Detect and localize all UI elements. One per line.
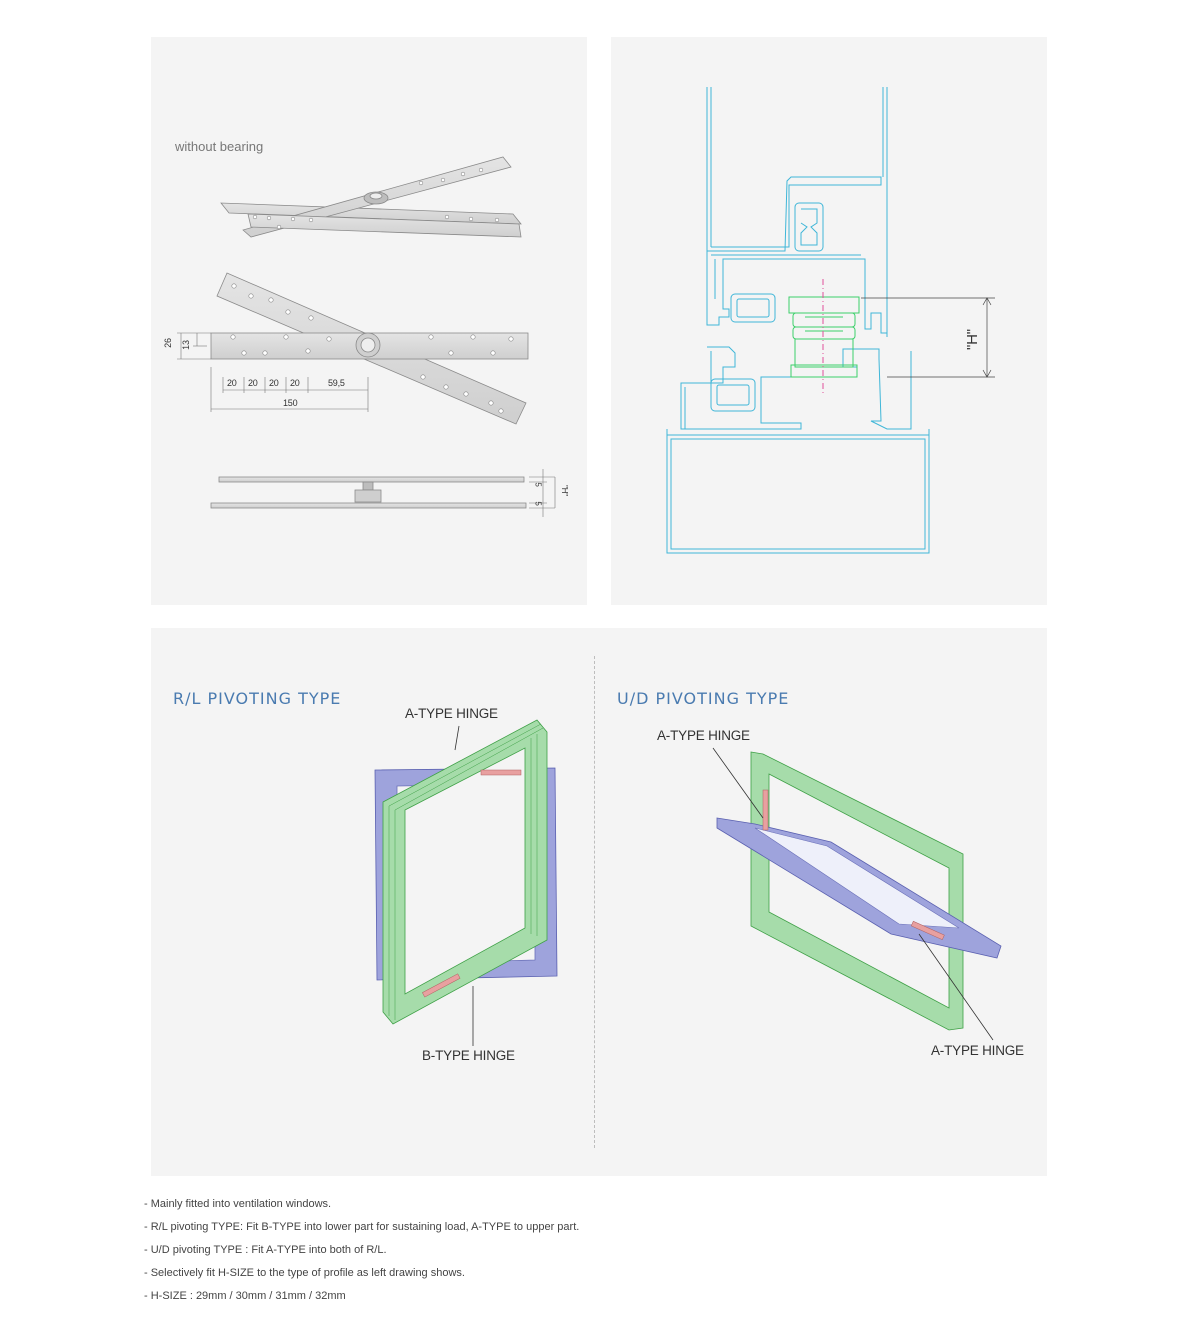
rl-a-type-hinge-marker bbox=[480, 769, 522, 776]
h-dimension-label: "H" bbox=[963, 329, 981, 350]
side-pivot-body bbox=[354, 489, 382, 503]
rl-frame-edges bbox=[388, 723, 544, 1020]
perspective-holes bbox=[252, 167, 500, 230]
note-item: - Mainly fitted into ventilation windows… bbox=[144, 1198, 332, 1210]
note-item: - U/D pivoting TYPE : Fit A-TYPE into bo… bbox=[144, 1244, 387, 1256]
lower-sash-profile bbox=[666, 346, 930, 554]
note-item: - Selectively fit H-SIZE to the type of … bbox=[144, 1267, 465, 1279]
ud-a-type-hinge-label-top: A-TYPE HINGE bbox=[657, 728, 750, 743]
hinge-drawing-panel: without bearing bbox=[151, 37, 587, 605]
plan-holes bbox=[230, 283, 514, 414]
dim-h-label: "H" bbox=[559, 485, 569, 496]
side-dimension-lines bbox=[529, 469, 556, 517]
profile-section-svg bbox=[666, 87, 995, 554]
dim-plate-top-label: 5 bbox=[533, 482, 543, 487]
perspective-hinge-view bbox=[220, 156, 522, 238]
ud-window-illustration bbox=[712, 747, 1002, 1041]
ud-bottom-leader bbox=[918, 933, 994, 1041]
rl-pivoting-title: R/L PIVOTING TYPE bbox=[173, 689, 342, 708]
notes-list: - Mainly fitted into ventilation windows… bbox=[144, 1196, 1044, 1311]
plan-dimension-lines bbox=[177, 332, 369, 412]
dim-seg5-label: 59,5 bbox=[328, 378, 345, 388]
h-dimension-lines bbox=[861, 297, 995, 378]
hinge-section-green bbox=[788, 296, 860, 378]
ud-pivoting-title: U/D PIVOTING TYPE bbox=[617, 689, 790, 708]
hinge-drawing-svg bbox=[177, 156, 556, 517]
rl-a-type-hinge-label: A-TYPE HINGE bbox=[405, 706, 498, 721]
hinge-plate-lower bbox=[247, 213, 522, 238]
ud-a-type-hinge-marker-bottom bbox=[910, 920, 945, 940]
rl-frame-opening bbox=[404, 747, 526, 995]
rl-top-leader bbox=[454, 725, 460, 751]
dim-seg1-label: 20 bbox=[227, 378, 237, 388]
rl-window-illustration bbox=[374, 719, 558, 1046]
note-item: - R/L pivoting TYPE: Fit B-TYPE into low… bbox=[144, 1221, 580, 1233]
dim-half-label: 13 bbox=[180, 340, 191, 350]
profile-section-panel: "H" bbox=[611, 37, 1047, 605]
ud-top-leader bbox=[712, 747, 764, 819]
pivoting-types-panel: R/L PIVOTING TYPE U/D PIVOTING TYPE bbox=[151, 628, 1047, 1176]
dim-seg4-label: 20 bbox=[290, 378, 300, 388]
panel-divider bbox=[594, 656, 595, 1148]
dim-total-label: 150 bbox=[283, 398, 298, 408]
without-bearing-caption: without bearing bbox=[175, 139, 264, 154]
ud-a-type-hinge-label-bottom: A-TYPE HINGE bbox=[931, 1043, 1024, 1058]
upper-frame-profile bbox=[706, 87, 888, 337]
dim-seg2-label: 20 bbox=[248, 378, 258, 388]
dim-plate-bottom-label: 5 bbox=[533, 501, 543, 506]
rl-b-type-hinge-label: B-TYPE HINGE bbox=[422, 1048, 515, 1063]
ud-a-type-hinge-marker-top bbox=[762, 789, 769, 831]
note-item: - H-SIZE : 29mm / 30mm / 31mm / 32mm bbox=[144, 1290, 346, 1302]
side-plate-bottom bbox=[210, 502, 527, 509]
pivoting-types-svg bbox=[374, 719, 1002, 1046]
pivot-bearing-top bbox=[369, 192, 383, 200]
plan-hinge-view bbox=[210, 272, 529, 425]
ud-sash-glass bbox=[754, 827, 960, 929]
side-pivot-stem bbox=[362, 481, 374, 491]
dim-seg3-label: 20 bbox=[269, 378, 279, 388]
side-plate-top bbox=[218, 476, 525, 483]
rl-b-type-hinge-marker bbox=[422, 973, 461, 998]
dim-height-label: 26 bbox=[162, 338, 173, 348]
plan-pivot-inner bbox=[360, 337, 376, 353]
side-hinge-view bbox=[210, 476, 527, 509]
